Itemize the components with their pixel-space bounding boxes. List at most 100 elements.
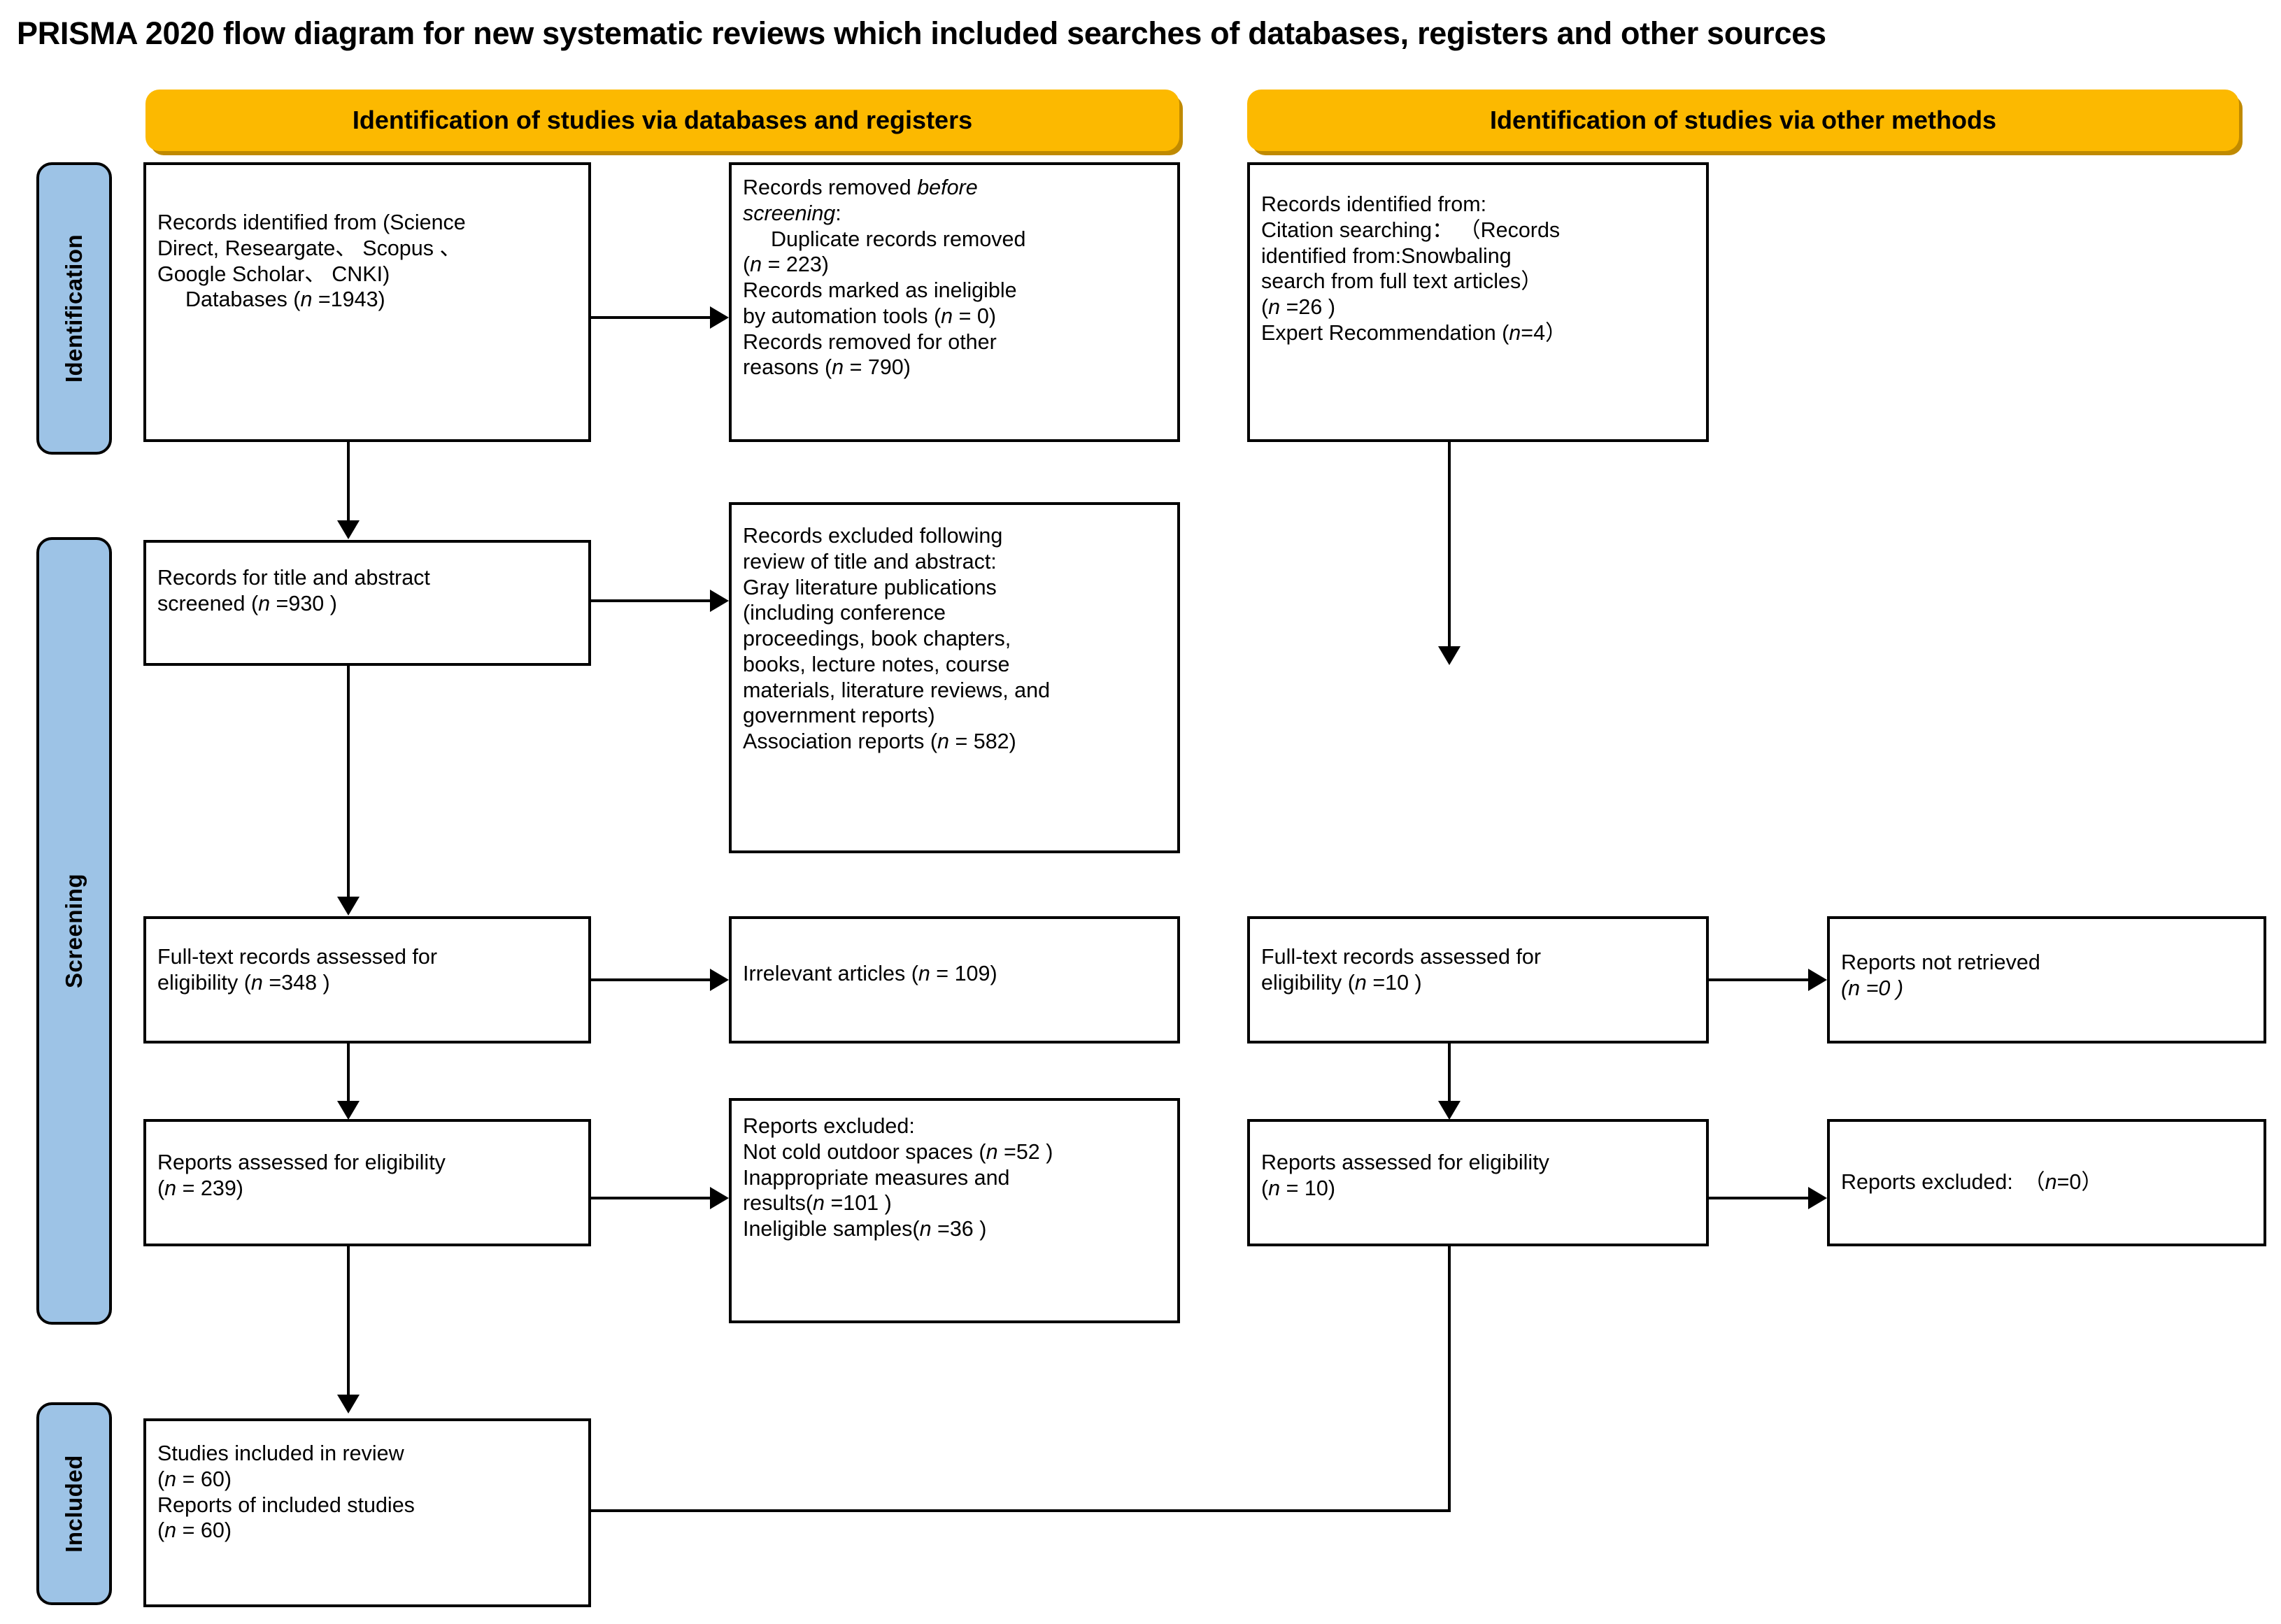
- ftd-line2v: =348 ): [262, 970, 330, 995]
- rao-line2a: (: [1261, 1176, 1269, 1200]
- arrow-identified-to-removed: [710, 306, 729, 329]
- box-reports-assessed-databases: Reports assessed for eligibility (n = 23…: [143, 1119, 591, 1246]
- ri-line4-label: Databases (: [185, 287, 301, 312]
- box-fulltext-assessed-other: Full-text records assessed for eligibili…: [1247, 916, 1709, 1044]
- red-line5v: =36 ): [931, 1217, 987, 1241]
- nr-line2v: =0 ): [1860, 976, 1904, 1000]
- arrow-fulltext-to-reports-db: [337, 1101, 360, 1120]
- red-line2a: Not cold outdoor spaces (: [743, 1139, 986, 1164]
- rr-line7: Records removed for other: [743, 329, 997, 354]
- box-records-removed-before-screening: Records removed before screening: Duplic…: [729, 162, 1180, 442]
- connector-reports-to-excluded-other: [1709, 1197, 1810, 1199]
- arrow-screened-to-excluded: [710, 590, 729, 612]
- box-reports-excluded-other: Reports excluded: （n=0）: [1827, 1119, 2266, 1246]
- rail-included: Included: [36, 1402, 112, 1605]
- reo-line1n: n: [2045, 1170, 2057, 1194]
- inc-line3: Reports of included studies: [157, 1493, 415, 1517]
- rio-line1: Records identified from:: [1261, 192, 1487, 216]
- connector-identified-to-removed: [591, 316, 711, 319]
- rio-line2: Citation searching： （Records: [1261, 218, 1561, 242]
- box-records-screened: Records for title and abstract screened …: [143, 540, 591, 666]
- rao-line1: Reports assessed for eligibility: [1261, 1151, 1549, 1174]
- box-reports-not-retrieved: Reports not retrieved (n =0 ): [1827, 916, 2266, 1044]
- rr-line6v: = 0): [953, 304, 996, 328]
- red-line4a: results(: [743, 1191, 813, 1216]
- arrow-screened-to-fulltext: [337, 897, 360, 916]
- header-other-label: Identification of studies via other meth…: [1489, 106, 1997, 134]
- inc-line2a: (: [157, 1467, 165, 1491]
- connector-other-to-included-vertical: [1448, 1246, 1451, 1511]
- fto-line2v: =10 ): [1366, 970, 1422, 995]
- re-line1: Records excluded following: [743, 524, 1003, 548]
- rr-line4: (: [743, 252, 751, 277]
- rio-line6n: n: [1509, 320, 1521, 345]
- red-line2v: =52 ): [997, 1139, 1053, 1164]
- red-line3: Inappropriate measures and: [743, 1165, 1010, 1190]
- inc-line4a: (: [157, 1518, 165, 1543]
- rao-line2n: n: [1268, 1176, 1281, 1200]
- box-fulltext-assessed-databases: Full-text records assessed for eligibili…: [143, 916, 591, 1044]
- rr-line3: Duplicate records removed: [771, 227, 1026, 251]
- rr-line6n: n: [941, 304, 953, 328]
- rad-line2v: = 239): [176, 1176, 243, 1200]
- red-line5n: n: [919, 1217, 932, 1241]
- rail-screening-label: Screening: [61, 873, 87, 989]
- rr-line4n: n: [750, 252, 762, 277]
- box-records-identified-other: Records identified from: Citation search…: [1247, 162, 1709, 442]
- connector-screened-to-excluded: [591, 599, 711, 602]
- connector-other-to-included-horizontal: [581, 1509, 1451, 1512]
- ri-line4-n: n: [300, 287, 313, 312]
- rio-line3: identified from:Snowbaling: [1261, 243, 1512, 268]
- ftd-line2a: eligibility (: [157, 970, 251, 995]
- ftd-line1: Full-text records assessed for: [157, 945, 438, 969]
- ri-line4-val: =1943): [312, 287, 385, 312]
- nr-line2a: (: [1841, 976, 1849, 1000]
- rio-line4: search from full text articles）: [1261, 269, 1542, 294]
- reo-line1v: =0）: [2056, 1170, 2103, 1194]
- arrow-reports-to-excluded-other: [1808, 1187, 1827, 1209]
- fto-line2n: n: [1354, 970, 1367, 995]
- rail-identification: Identification: [36, 162, 112, 455]
- re-line5: proceedings, book chapters,: [743, 627, 1011, 650]
- fto-line1: Full-text records assessed for: [1261, 945, 1542, 969]
- connector-screened-to-fulltext: [347, 666, 350, 904]
- red-line5a: Ineligible samples(: [743, 1217, 920, 1241]
- rio-line5a: (: [1261, 295, 1269, 319]
- connector-fulltext-other-to-notretrieved: [1709, 978, 1810, 981]
- arrow-fulltext-to-reports-other: [1438, 1101, 1461, 1120]
- arrow-reports-to-excluded-db: [710, 1187, 729, 1209]
- connector-reports-to-included: [347, 1246, 350, 1402]
- rr-line8a: reasons (: [743, 355, 832, 380]
- rr-line2a: screening: [743, 201, 836, 225]
- rao-line2v: = 10): [1280, 1176, 1335, 1200]
- box-reports-excluded-databases: Reports excluded: Not cold outdoor space…: [729, 1098, 1180, 1323]
- connector-fulltext-to-reports-db: [347, 1044, 350, 1108]
- ri-line1: Records identified from (Science: [157, 211, 466, 234]
- rr-line8v: = 790): [844, 355, 911, 380]
- inc-line2v: = 60): [176, 1467, 232, 1491]
- inc-line1: Studies included in review: [157, 1441, 404, 1465]
- connector-reports-to-excluded-db: [591, 1197, 711, 1199]
- inc-line4n: n: [164, 1518, 177, 1543]
- re-line9n: n: [937, 729, 949, 753]
- connector-other-to-fulltext: [1448, 442, 1451, 652]
- ira-line1a: Irrelevant articles (: [743, 962, 918, 985]
- rail-screening: Screening: [36, 537, 112, 1325]
- rio-line5n: n: [1268, 295, 1281, 319]
- red-line1: Reports excluded:: [743, 1114, 915, 1138]
- red-line4n: n: [813, 1191, 825, 1216]
- rad-line1: Reports assessed for eligibility: [157, 1151, 446, 1174]
- rr-line5: Records marked as ineligible: [743, 278, 1017, 302]
- rail-included-label: Included: [61, 1455, 87, 1553]
- rad-line2n: n: [164, 1176, 177, 1200]
- rr-line6a: by automation tools (: [743, 304, 941, 328]
- re-line7: materials, literature reviews, and: [743, 678, 1051, 702]
- ri-line2: Direct, Researgate、 Scopus 、: [157, 236, 461, 260]
- arrow-other-to-fulltext: [1438, 646, 1461, 665]
- rs-line2a: screened (: [157, 591, 259, 615]
- fto-line2a: eligibility (: [1261, 970, 1355, 995]
- box-records-identified-databases: Records identified from (Science Direct,…: [143, 162, 591, 442]
- inc-line4v: = 60): [176, 1518, 232, 1543]
- connector-fulltext-to-reports-other: [1448, 1044, 1451, 1108]
- box-irrelevant-articles: Irrelevant articles (n = 109): [729, 916, 1180, 1044]
